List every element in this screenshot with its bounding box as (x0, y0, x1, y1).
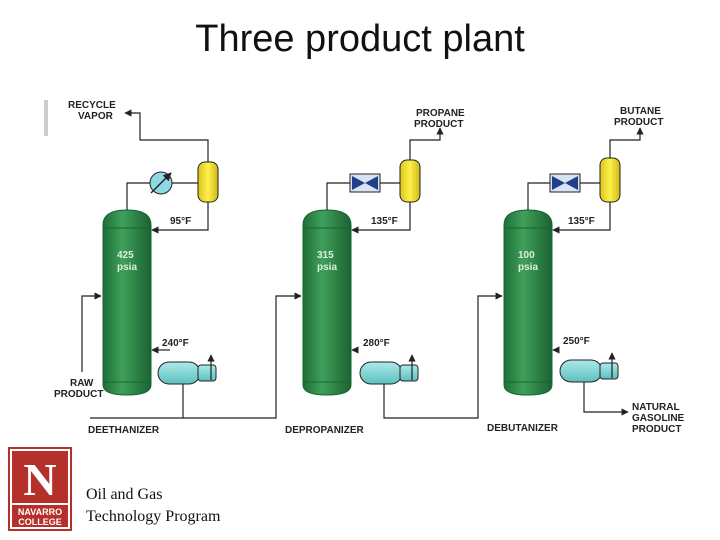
deethanizer-top-temp: 95°F (170, 216, 191, 227)
natural-gasoline-label-line3: PRODUCT (632, 424, 681, 435)
deethanizer-pressure-unit: psia (117, 262, 137, 273)
butane-product-label-line1: BUTANE (620, 106, 661, 117)
depropanizer-reboiler (359, 361, 403, 385)
debutanizer-bottom-temp: 250°F (563, 336, 590, 347)
raw-product-label-line1: RAW (70, 378, 94, 389)
logo-line2: COLLEGE (18, 517, 62, 527)
deethanizer-unit: 425 psia 95°F 240°F (81, 109, 302, 419)
propane-product-label-line2: PRODUCT (414, 119, 463, 130)
footer-line2: Technology Program (86, 508, 221, 525)
footer-program-name: Oil and Gas Technology Program (86, 484, 220, 528)
deethanizer-accumulator (197, 161, 219, 203)
logo-letter: N (23, 454, 56, 505)
depropanizer-pressure-unit: psia (317, 262, 337, 273)
deethanizer-reboiler (157, 361, 201, 385)
natural-gasoline-label-line1: NATURAL (632, 402, 680, 413)
deethanizer-pressure: 425 (117, 250, 134, 261)
debutanizer-unit: 100 psia 135°F 250°F (503, 127, 644, 416)
deethanizer-column (102, 209, 152, 396)
depropanizer-label: DEPROPANIZER (285, 425, 364, 436)
scan-edge (44, 100, 48, 136)
logo-line1: NAVARRO (18, 507, 62, 517)
debutanizer-top-temp: 135°F (568, 216, 595, 227)
recycle-vapor-label-line2: VAPOR (78, 111, 114, 122)
slide-title: Three product plant (195, 18, 525, 60)
depropanizer-unit: 315 psia 135°F 280°F (302, 127, 503, 419)
debutanizer-pressure-unit: psia (518, 262, 538, 273)
raw-product-label-line2: PRODUCT (54, 389, 103, 400)
deethanizer-bottom-temp: 240°F (162, 338, 189, 349)
butane-product-label-line2: PRODUCT (614, 117, 663, 128)
natural-gasoline-label-line2: GASOLINE (632, 413, 685, 424)
depropanizer-accumulator (399, 159, 421, 203)
debutanizer-accumulator (599, 157, 621, 203)
depropanizer-pressure: 315 (317, 250, 334, 261)
navarro-college-logo: N NAVARRO COLLEGE (8, 447, 72, 531)
depropanizer-top-temp: 135°F (371, 216, 398, 227)
depropanizer-bottom-temp: 280°F (363, 338, 390, 349)
debutanizer-reboiler (559, 359, 603, 383)
propane-product-label-line1: PROPANE (416, 108, 465, 119)
depropanizer-column (302, 209, 352, 396)
footer-line1: Oil and Gas (86, 486, 163, 503)
debutanizer-column (503, 209, 553, 396)
debutanizer-pressure: 100 (518, 250, 535, 261)
debutanizer-label: DEBUTANIZER (487, 423, 559, 434)
recycle-vapor-label-line1: RECYCLE (68, 100, 116, 111)
deethanizer-label: DEETHANIZER (88, 425, 160, 436)
